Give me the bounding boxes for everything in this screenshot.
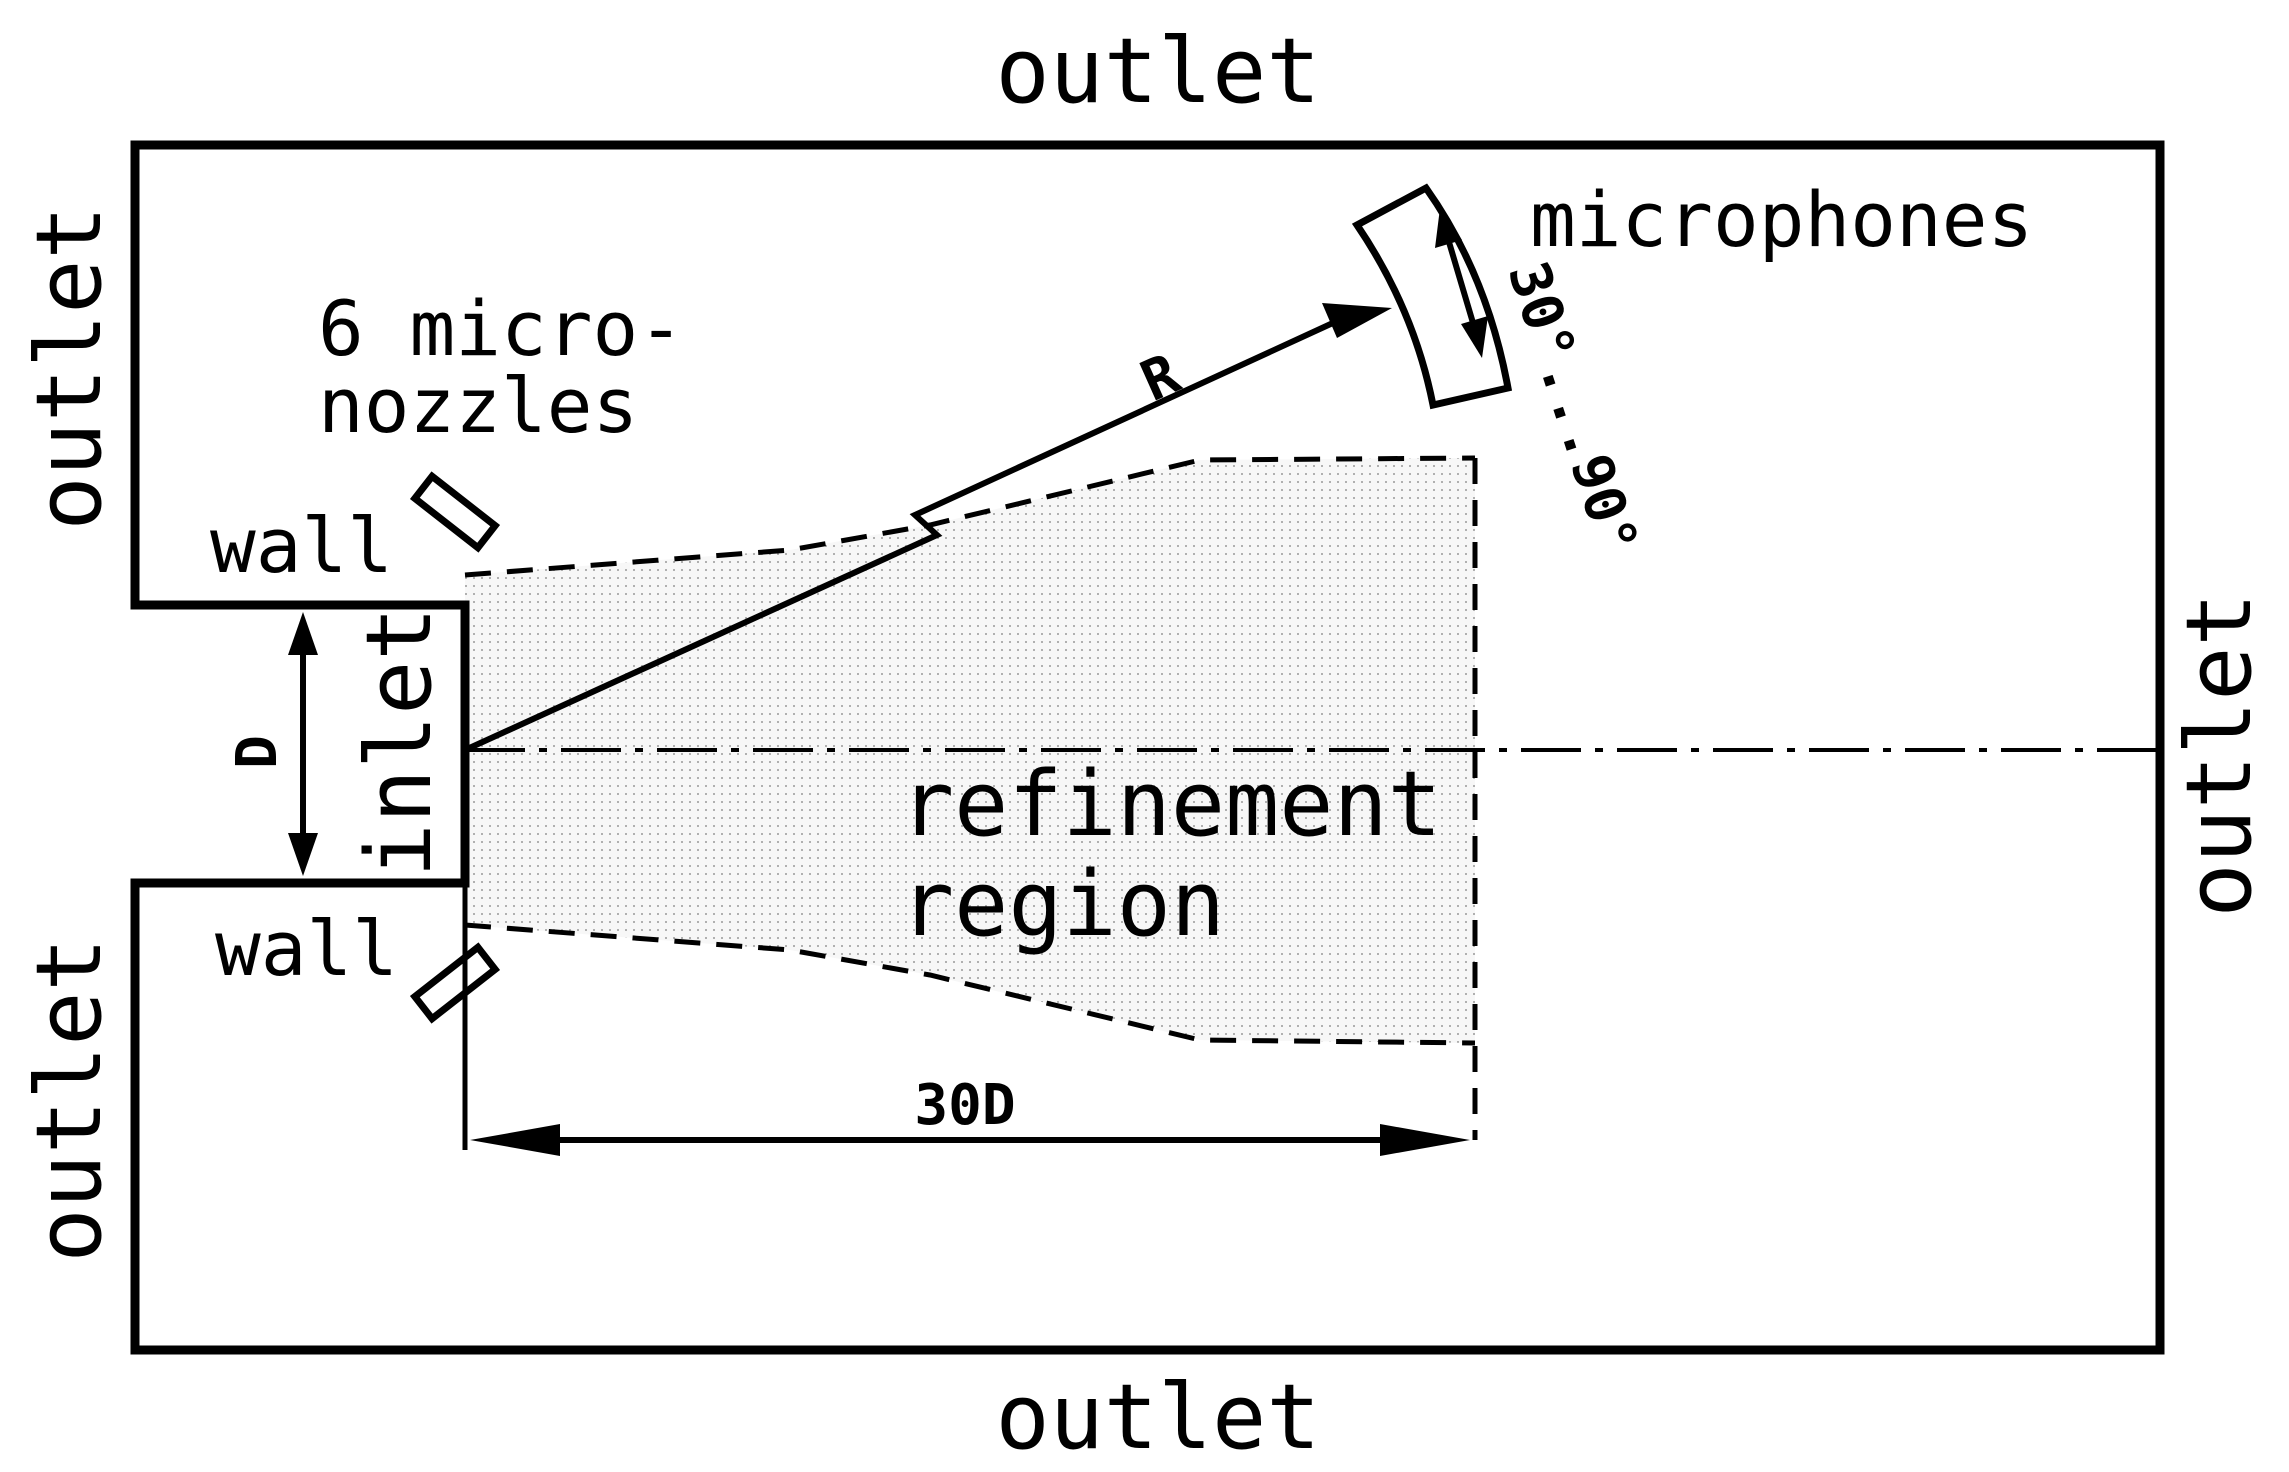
length-label: 30D (914, 1073, 1015, 1138)
diameter-label: D (225, 735, 290, 769)
micro-nozzle-lower (409, 942, 501, 1024)
outlet-left-lower-label: outlet (17, 937, 122, 1262)
length-arrowhead-right (1380, 1124, 1470, 1156)
inlet-label: inlet (347, 607, 452, 878)
refinement-label-line2: region (900, 852, 1225, 957)
wall-upper-label: wall (210, 501, 393, 590)
radius-label: R (1132, 341, 1189, 414)
outlet-bottom-label: outlet (995, 1365, 1320, 1470)
outlet-top-label: outlet (995, 19, 1320, 124)
diameter-arrowhead-top (288, 612, 318, 655)
micro-nozzle-upper (409, 471, 501, 553)
nozzles-label-line2: nozzles (318, 361, 638, 450)
refinement-label-line1: refinement (900, 752, 1442, 857)
wall-lower-label: wall (215, 904, 398, 993)
angle-arrowhead-top (1435, 208, 1462, 248)
angle-range-label: 30°...90° (1495, 254, 1651, 563)
domain-boundary (130, 140, 2165, 1355)
radius-arrowhead (1322, 303, 1392, 338)
diameter-arrowhead-bottom (288, 833, 318, 876)
microphones-label: microphones (1530, 175, 2033, 264)
radius-arrow (463, 319, 1337, 753)
outlet-right-label: outlet (2167, 592, 2272, 917)
angle-range-arrow (1443, 231, 1479, 334)
refinement-lower-boundary (464, 922, 1476, 1046)
nozzles-label-line1: 6 micro- (318, 284, 684, 373)
angle-arrowhead-bottom (1461, 316, 1488, 358)
length-arrowhead-left (470, 1124, 560, 1156)
outlet-left-upper-label: outlet (17, 205, 122, 530)
microphone-arc (1351, 183, 1513, 410)
